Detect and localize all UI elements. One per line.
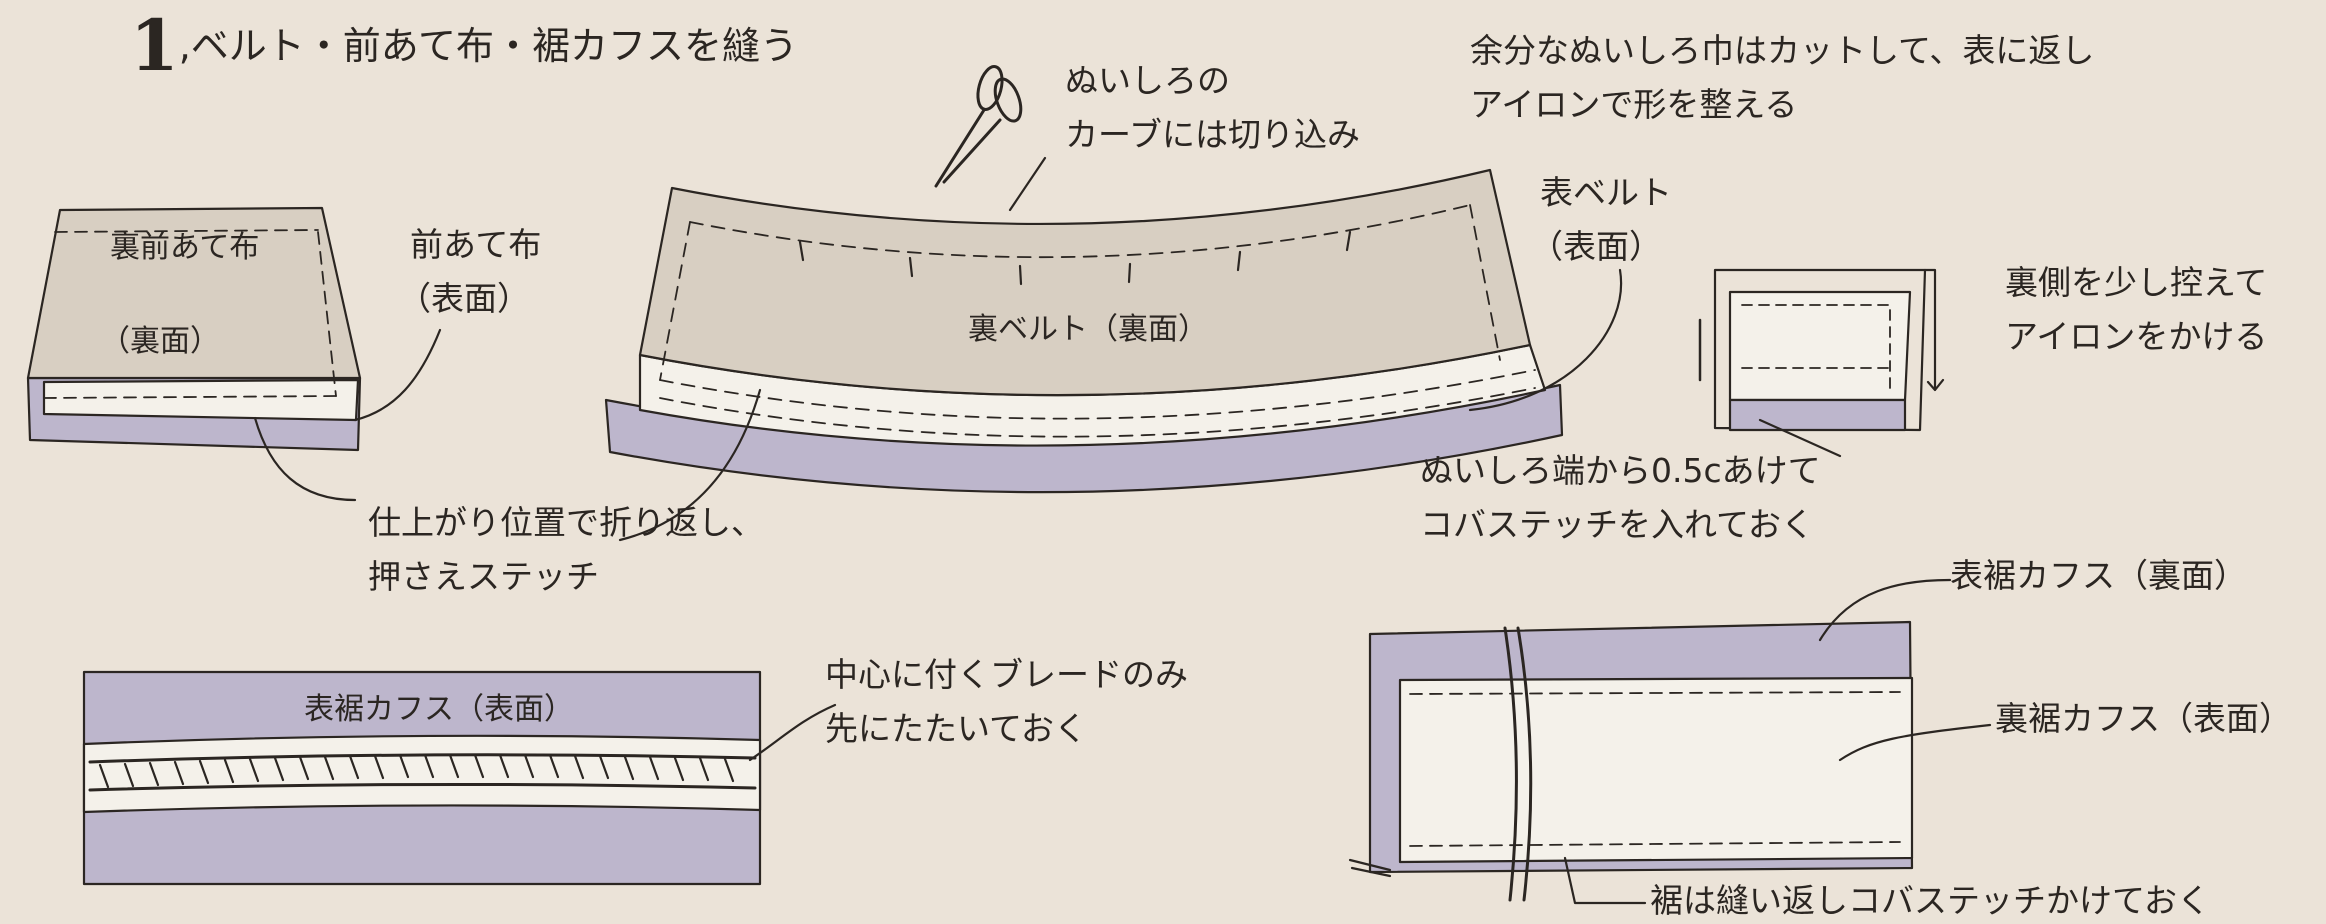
scissors-icon — [934, 65, 1023, 188]
leader-fold-stitch — [253, 416, 357, 502]
label-fold-line1: 仕上がり位置で折り返し、 — [368, 503, 764, 542]
label-ura-cuff-face: 裏裾カフス（表面） — [1995, 699, 2292, 738]
label-omote-belt-face: （表面） — [1530, 227, 1662, 266]
cuff-assembly — [1348, 620, 1914, 902]
label-mae-ate-fu-face: （表面） — [398, 279, 530, 318]
label-hem: 裾は縫い返しコバステッチかけておく — [1650, 881, 2211, 920]
label-ura-mae-ate-fu-face: （裏面） — [100, 324, 220, 359]
label-stitch-line1: ぬいしろ端から0.5cあけて — [1420, 451, 1821, 490]
leader-hem — [1563, 856, 1647, 905]
leader-front-facing — [353, 328, 442, 422]
leader-omote-cuff-back — [1818, 578, 1952, 642]
cuff-with-braid — [82, 670, 762, 886]
label-mae-ate-fu: 前あて布 — [410, 225, 542, 264]
leader-ura-cuff-face — [1838, 723, 1992, 762]
label-ura-mae-ate-fu: 裏前あて布 — [110, 230, 260, 265]
curved-belt-piece — [604, 168, 1564, 494]
label-nuishiro-line2: カーブには切り込み — [1065, 115, 1361, 154]
label-cut-line1: 余分なぬいしろ巾はカットして、表に返し — [1470, 31, 2095, 70]
label-fold-line2: 押さえステッチ — [368, 557, 599, 596]
label-omote-cuff-face: 表裾カフス（表面） — [304, 692, 574, 727]
label-braid-line2: 先にたたいておく — [825, 709, 1088, 748]
leader-omote-belt — [1468, 268, 1623, 412]
label-cut-line2: アイロンで形を整える — [1470, 85, 1798, 124]
leader-braid — [748, 703, 837, 762]
label-omote-belt: 表ベルト — [1540, 173, 1672, 212]
label-stitch-line2: コバステッチを入れておく — [1420, 505, 1815, 544]
label-ura-belt: 裏ベルト（裏面） — [968, 312, 1208, 347]
front-facing-piece — [26, 206, 362, 452]
page-title: 1,ベルト・前あて布・裾カフスを縫う — [130, 4, 799, 87]
label-omote-cuff-back: 表裾カフス（裏面） — [1950, 556, 2247, 595]
folded-belt-piece — [1698, 268, 1945, 432]
label-braid-line1: 中心に付くブレードのみ — [825, 655, 1188, 694]
leader-kobastitch — [1758, 418, 1842, 458]
label-press-line1: 裏側を少し控えて — [2005, 263, 2268, 302]
leader-nuishiro — [1008, 156, 1047, 212]
label-press-line2: アイロンをかける — [2005, 317, 2268, 356]
label-nuishiro-line1: ぬいしろの — [1065, 61, 1230, 100]
leader-ura-belt-fold — [618, 388, 762, 542]
